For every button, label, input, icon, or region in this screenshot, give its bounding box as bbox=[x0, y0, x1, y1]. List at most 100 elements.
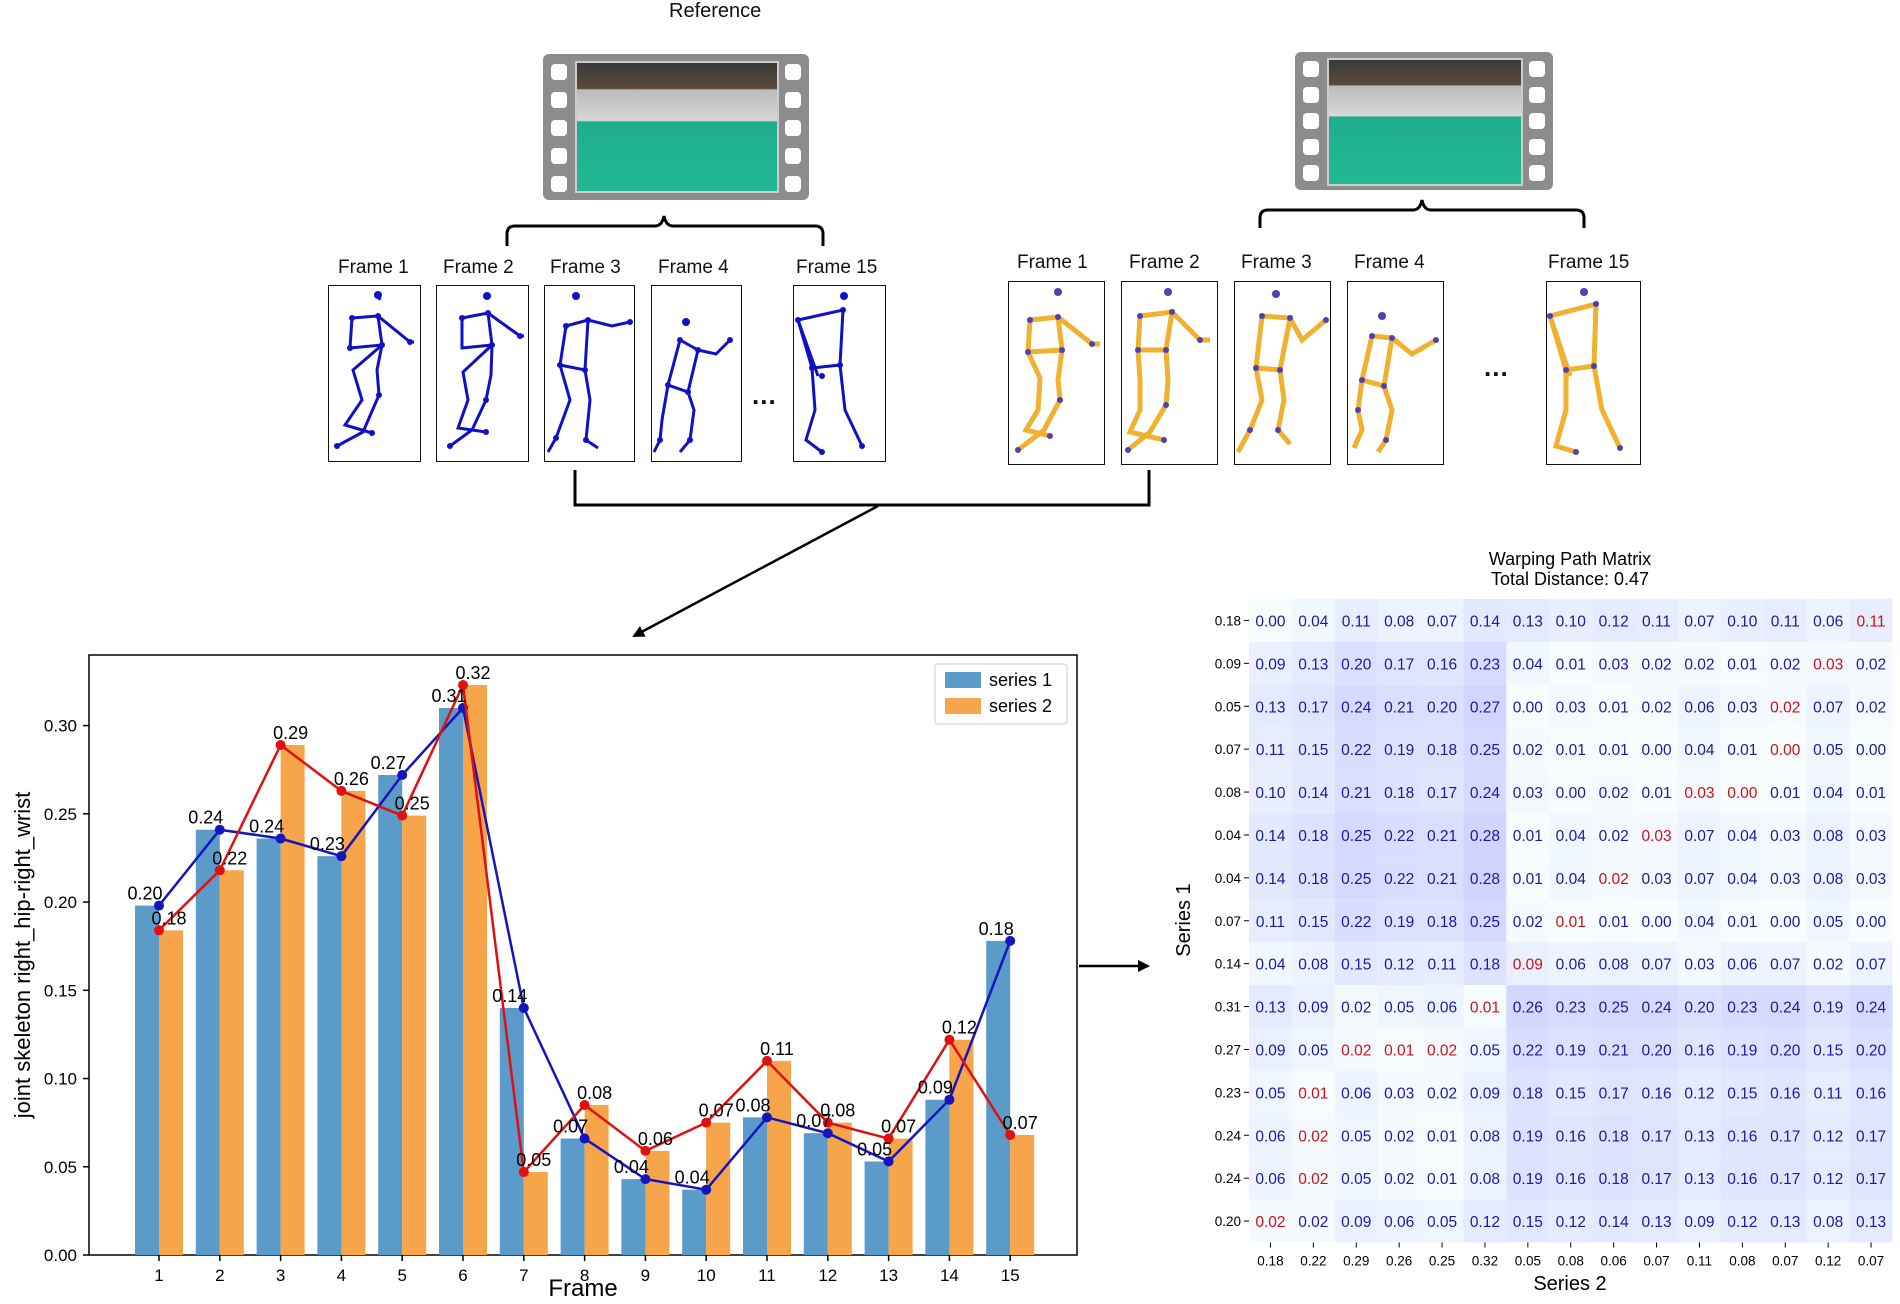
point-series-2-frame-10 bbox=[701, 1117, 712, 1128]
heatmap-cell-r5-c9 bbox=[1635, 813, 1678, 857]
heatmap-cell-r0-c5 bbox=[1463, 599, 1507, 642]
heatmap-y-tick-label-9: 0.31 bbox=[1215, 1000, 1241, 1015]
heatmap-value-r4-c6: 0.03 bbox=[1513, 785, 1543, 802]
heatmap-cell-r4-c8 bbox=[1592, 770, 1636, 814]
data-label-series-2-frame-14: 0.12 bbox=[942, 1018, 977, 1038]
right-skeleton-15-joints bbox=[1547, 288, 1623, 455]
heatmap-value-r0-c11: 0.10 bbox=[1727, 613, 1758, 630]
heatmap-cell-r2-c14 bbox=[1849, 684, 1893, 728]
heatmap-cell-r3-c11 bbox=[1720, 727, 1764, 771]
heatmap-value-r1-c6: 0.04 bbox=[1513, 656, 1544, 673]
point-series-2-frame-8 bbox=[579, 1100, 590, 1110]
data-label-series-1-frame-9: 0.04 bbox=[614, 1157, 649, 1177]
point-series-1-frame-10 bbox=[701, 1184, 712, 1195]
heatmap-cell-r12-c9 bbox=[1635, 1113, 1678, 1157]
point-series-1-frame-14 bbox=[944, 1094, 955, 1105]
heatmap-value-r7-c13: 0.05 bbox=[1813, 914, 1843, 931]
heatmap-value-r6-c13: 0.08 bbox=[1813, 871, 1843, 888]
heatmap-cell-r3-c3 bbox=[1377, 727, 1421, 771]
data-label-series-1-frame-2: 0.24 bbox=[188, 808, 223, 828]
left-skeleton-1-joints bbox=[334, 291, 413, 449]
heatmap-value-r2-c11: 0.03 bbox=[1727, 699, 1757, 716]
heatmap-cell-r1-c14 bbox=[1849, 641, 1893, 685]
heatmap-cell-r3-c0 bbox=[1249, 727, 1292, 771]
bar-series-1-frame-6 bbox=[439, 707, 463, 1255]
heatmap-value-r5-c7: 0.04 bbox=[1556, 828, 1587, 845]
bar-series-1-frame-12 bbox=[803, 1133, 828, 1255]
heatmap-value-r0-c7: 0.10 bbox=[1556, 613, 1587, 630]
heatmap-value-r10-c10: 0.16 bbox=[1684, 1042, 1714, 1059]
heatmap-cell-r5-c1 bbox=[1291, 813, 1335, 857]
heatmap-cell-r7-c2 bbox=[1334, 899, 1378, 943]
heatmap-value-r12-c1: 0.02 bbox=[1298, 1128, 1328, 1145]
heatmap-cell-r6-c1 bbox=[1291, 856, 1335, 900]
heatmap-cell-r5-c0 bbox=[1249, 813, 1292, 857]
heatmap-cell-r7-c10 bbox=[1678, 899, 1721, 943]
heatmap-cell-r6-c2 bbox=[1334, 856, 1378, 900]
heatmap-cell-r5-c13 bbox=[1806, 813, 1850, 857]
heatmap-cell-r7-c14 bbox=[1849, 899, 1893, 943]
heatmap-cell-r13-c14 bbox=[1849, 1156, 1893, 1200]
heatmap-cell-r4-c13 bbox=[1806, 770, 1850, 814]
heatmap-value-r8-c12: 0.07 bbox=[1770, 957, 1800, 974]
right-skeleton-1 bbox=[1016, 314, 1100, 452]
heatmap-value-r0-c10: 0.07 bbox=[1684, 613, 1714, 630]
heatmap-value-r6-c10: 0.07 bbox=[1684, 871, 1714, 888]
heatmap-cell-r1-c9 bbox=[1635, 641, 1678, 685]
heatmap-cell-r12-c5 bbox=[1463, 1113, 1507, 1157]
heatmap-cell-r14-c11 bbox=[1720, 1199, 1764, 1243]
x-tick-label-8: 8 bbox=[580, 1266, 589, 1285]
heatmap-cell-r13-c6 bbox=[1506, 1156, 1550, 1200]
heatmap-cell-r0-c10 bbox=[1678, 599, 1721, 642]
heatmap-cell-r13-c1 bbox=[1291, 1156, 1335, 1200]
heatmap-value-r12-c14: 0.17 bbox=[1856, 1128, 1886, 1145]
heatmap-cell-r1-c0 bbox=[1249, 641, 1292, 685]
left-skeleton-3 bbox=[546, 318, 631, 453]
heatmap-cell-r6-c14 bbox=[1849, 856, 1893, 900]
heatmap-value-r1-c7: 0.01 bbox=[1556, 656, 1586, 673]
right-frame-label-2: Frame 2 bbox=[1129, 252, 1200, 273]
heatmap-value-r5-c9: 0.03 bbox=[1641, 828, 1671, 845]
heatmap-y-tick-label-4: 0.08 bbox=[1215, 785, 1241, 800]
heatmap-value-r8-c11: 0.06 bbox=[1727, 957, 1757, 974]
heatmap-cell-r4-c10 bbox=[1678, 770, 1721, 814]
heatmap-cell-r8-c6 bbox=[1506, 942, 1550, 986]
heatmap-value-r12-c8: 0.18 bbox=[1599, 1128, 1629, 1145]
right-frames-ellipsis: ... bbox=[1484, 352, 1509, 382]
heatmap-cell-r5-c6 bbox=[1506, 813, 1550, 857]
heatmap-value-r8-c8: 0.08 bbox=[1599, 957, 1629, 974]
heatmap-value-r3-c6: 0.02 bbox=[1513, 742, 1543, 759]
heatmap-value-r7-c10: 0.04 bbox=[1684, 914, 1715, 931]
heatmap-value-r14-c14: 0.13 bbox=[1856, 1214, 1886, 1231]
heatmap-cell-r13-c11 bbox=[1720, 1156, 1764, 1200]
heatmap-cell-r4-c5 bbox=[1463, 770, 1507, 814]
heatmap-value-r1-c5: 0.23 bbox=[1470, 656, 1500, 673]
heatmap-value-r6-c1: 0.18 bbox=[1298, 871, 1328, 888]
heatmap-cell-r8-c8 bbox=[1592, 942, 1636, 986]
heatmap-cell-r10-c9 bbox=[1635, 1028, 1678, 1071]
heatmap-cell-r13-c9 bbox=[1635, 1156, 1678, 1200]
heatmap-value-r13-c7: 0.16 bbox=[1556, 1171, 1586, 1188]
point-series-1-frame-7 bbox=[518, 1002, 529, 1013]
x-tick-label-6: 6 bbox=[458, 1266, 467, 1285]
heatmap-cell-r4-c3 bbox=[1377, 770, 1421, 814]
heatmap-value-r3-c3: 0.19 bbox=[1384, 742, 1414, 759]
heatmap-cell-r12-c3 bbox=[1377, 1113, 1421, 1157]
heatmap-value-r9-c8: 0.25 bbox=[1599, 1000, 1629, 1017]
heatmap-cell-r12-c11 bbox=[1720, 1113, 1764, 1157]
heatmap-value-r10-c1: 0.05 bbox=[1298, 1042, 1328, 1059]
heatmap-cell-r3-c8 bbox=[1592, 727, 1636, 771]
heatmap-value-r12-c2: 0.05 bbox=[1341, 1128, 1371, 1145]
heatmap-cell-r11-c8 bbox=[1592, 1070, 1636, 1114]
heatmap-value-r8-c5: 0.18 bbox=[1470, 957, 1500, 974]
heatmap-value-r3-c1: 0.15 bbox=[1298, 742, 1328, 759]
left-skeleton-15-joints bbox=[795, 292, 865, 455]
heatmap-cell-r12-c14 bbox=[1849, 1113, 1893, 1157]
heatmap-value-r11-c7: 0.15 bbox=[1556, 1085, 1586, 1102]
heatmap-cell-r3-c14 bbox=[1849, 727, 1893, 771]
heatmap-cell-r9-c14 bbox=[1849, 985, 1893, 1028]
heatmap-cell-r13-c5 bbox=[1463, 1156, 1507, 1200]
heatmap-value-r14-c2: 0.09 bbox=[1341, 1214, 1371, 1231]
heatmap-cell-r12-c1 bbox=[1291, 1113, 1335, 1157]
